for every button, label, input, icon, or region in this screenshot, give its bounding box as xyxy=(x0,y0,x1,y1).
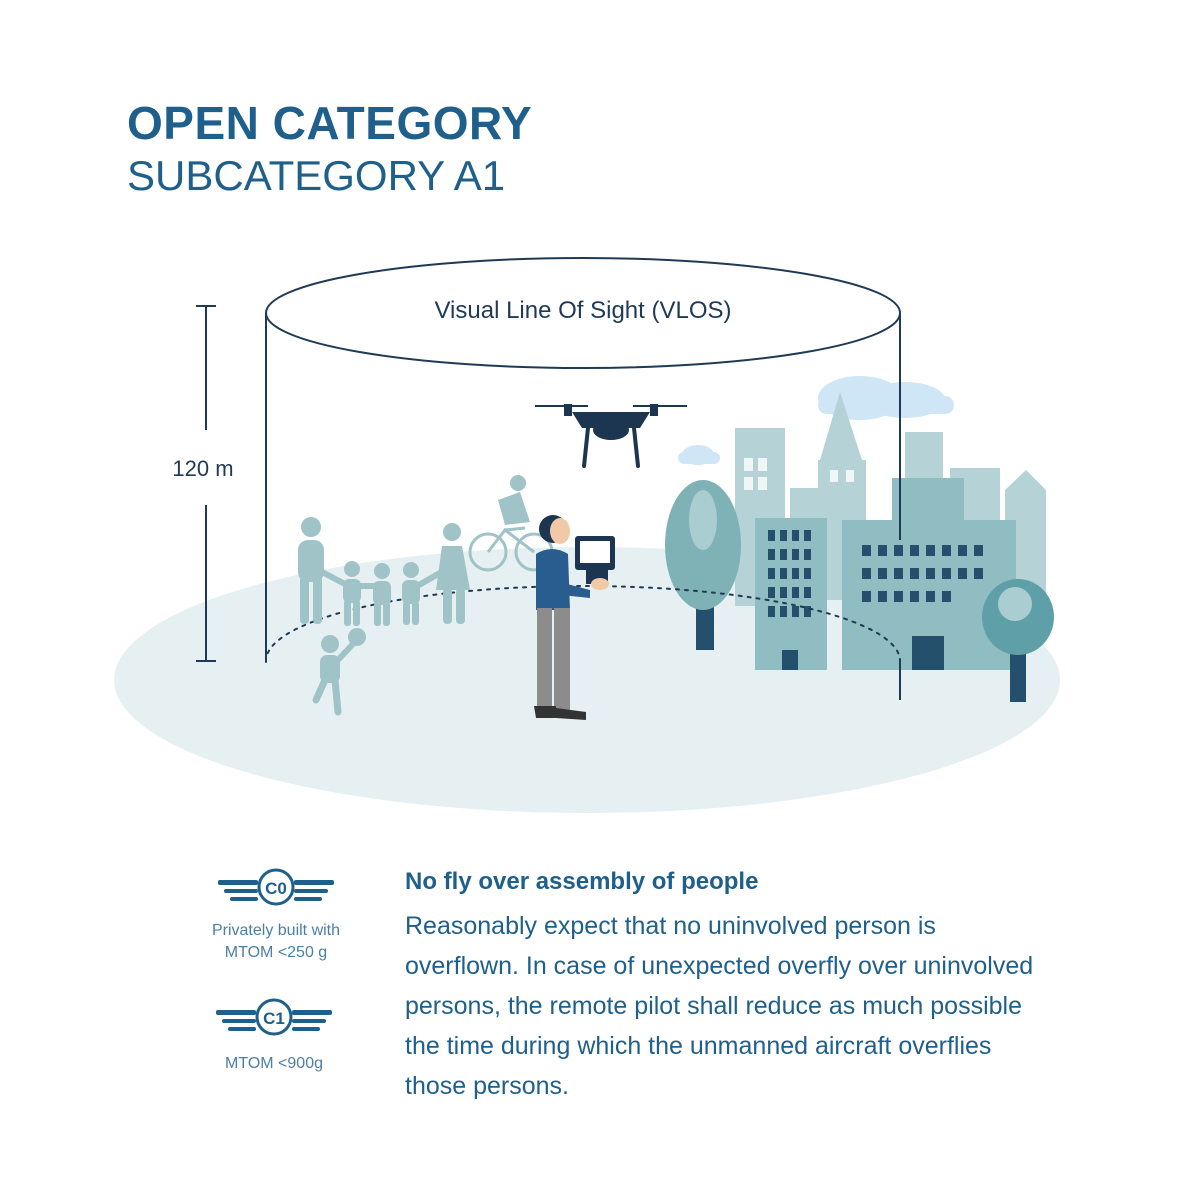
c0-class-badge xyxy=(218,868,334,906)
c1-badge-caption: MTOM <900g xyxy=(184,1053,364,1075)
height-indicator xyxy=(196,305,216,662)
remote-pilot-icon xyxy=(534,515,615,720)
rule-body: Reasonably expect that no uninvolved per… xyxy=(405,912,1034,1100)
page-subtitle: SUBCATEGORY A1 xyxy=(127,152,506,199)
c1-class-badge xyxy=(216,998,332,1036)
city-windows-back xyxy=(744,458,854,490)
office-building xyxy=(755,518,827,670)
c1-badge-label: C1 xyxy=(263,1009,285,1028)
vlos-cylinder xyxy=(264,257,902,700)
c0-badge-label: C0 xyxy=(265,879,287,898)
c1-caption-line1: MTOM <900g xyxy=(225,1055,323,1072)
c0-caption-line1: Privately built with xyxy=(211,922,341,939)
height-label: 120 m xyxy=(172,456,233,481)
c0-badge-caption: Privately built with MTOM <250 g xyxy=(186,920,366,964)
people-group xyxy=(298,517,470,716)
page-title: OPEN CATEGORY xyxy=(127,97,533,149)
town-hall-building xyxy=(842,478,1016,670)
c0-caption-line2: MTOM <250 g xyxy=(224,944,328,961)
cyclist-body xyxy=(498,475,530,525)
tree-icon xyxy=(982,579,1054,702)
drone-icon xyxy=(535,404,687,468)
tree-icon xyxy=(665,480,741,650)
rule-heading: No fly over assembly of people xyxy=(405,868,759,895)
cloud-icon xyxy=(678,445,720,465)
vlos-label: Visual Line Of Sight (VLOS) xyxy=(434,297,731,324)
